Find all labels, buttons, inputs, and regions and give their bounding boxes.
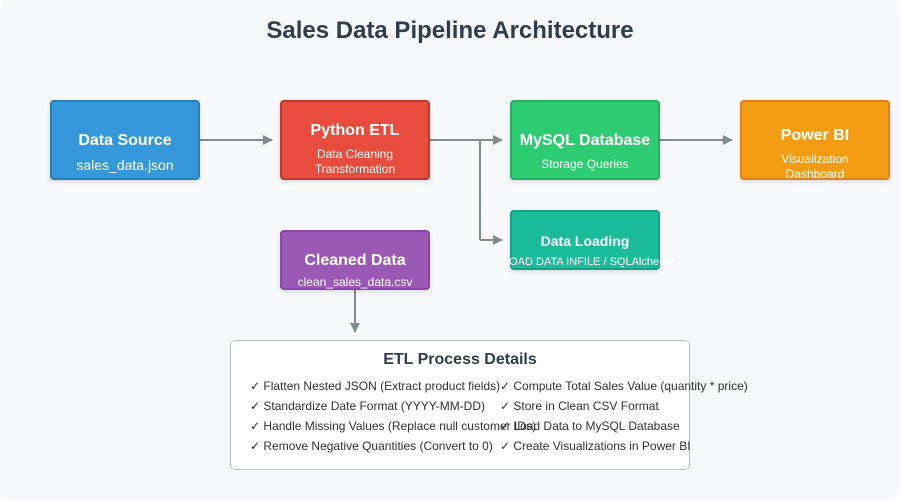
etl-detail-item: ✓ Standardize Date Format (YYYY-MM-DD): [250, 399, 486, 413]
data-source-node: Data Source sales_data.json: [50, 100, 200, 180]
cleaned-data-title: Cleaned Data: [304, 252, 406, 269]
python-etl-subtitle-line-2: Transformation: [314, 162, 396, 176]
cleaned-data-subtitle: clean_sales_data.csv: [297, 275, 413, 289]
power-bi-title: Power BI: [780, 127, 850, 144]
etl-detail-item: ✓ Store in Clean CSV Format: [500, 399, 659, 413]
data-loading-title: Data Loading: [540, 233, 630, 249]
etl-details-title: ETL Process Details: [383, 351, 537, 368]
etl-detail-item: ✓ Remove Negative Quantities (Convert to…: [250, 439, 493, 453]
etl-detail-item: ✓ Load Data to MySQL Database: [500, 419, 680, 433]
etl-detail-item: ✓ Handle Missing Values (Replace null cu…: [250, 419, 536, 433]
cleaned-data-node: Cleaned Data clean_sales_data.csv: [280, 230, 430, 290]
power-bi-subtitle-line-1: Visualization: [781, 152, 849, 166]
etl-detail-item: ✓ Compute Total Sales Value (quantity * …: [500, 379, 748, 393]
power-bi-node: Power BI Visualization Dashboard: [740, 100, 890, 181]
etl-details-right-list: ✓ Compute Total Sales Value (quantity * …: [500, 379, 748, 459]
etl-detail-item: ✓ Create Visualizations in Power BI: [500, 439, 691, 453]
diagram-title: Sales Data Pipeline Architecture: [266, 17, 634, 44]
mysql-database-subtitle: Storage Queries: [541, 157, 629, 171]
data-loading-subtitle: LOAD DATA INFILE / SQLAlchemy: [503, 256, 674, 268]
etl-detail-item: ✓ Flatten Nested JSON (Extract product f…: [250, 379, 501, 393]
mysql-database-title: MySQL Database: [519, 132, 651, 149]
etl-details-panel: ETL Process Details ✓ Flatten Nested JSO…: [230, 340, 748, 470]
mysql-database-node: MySQL Database Storage Queries: [510, 100, 660, 180]
python-etl-node: Python ETL Data Cleaning Transformation: [280, 100, 430, 180]
etl-details-left-list: ✓ Flatten Nested JSON (Extract product f…: [250, 379, 536, 459]
data-source-subtitle: sales_data.json: [76, 157, 174, 173]
power-bi-subtitle-line-2: Dashboard: [785, 167, 845, 181]
python-etl-subtitle-line-1: Data Cleaning: [316, 147, 394, 161]
data-loading-node: Data Loading LOAD DATA INFILE / SQLAlche…: [503, 210, 674, 270]
data-source-title: Data Source: [78, 132, 172, 149]
python-etl-title: Python ETL: [310, 122, 400, 139]
